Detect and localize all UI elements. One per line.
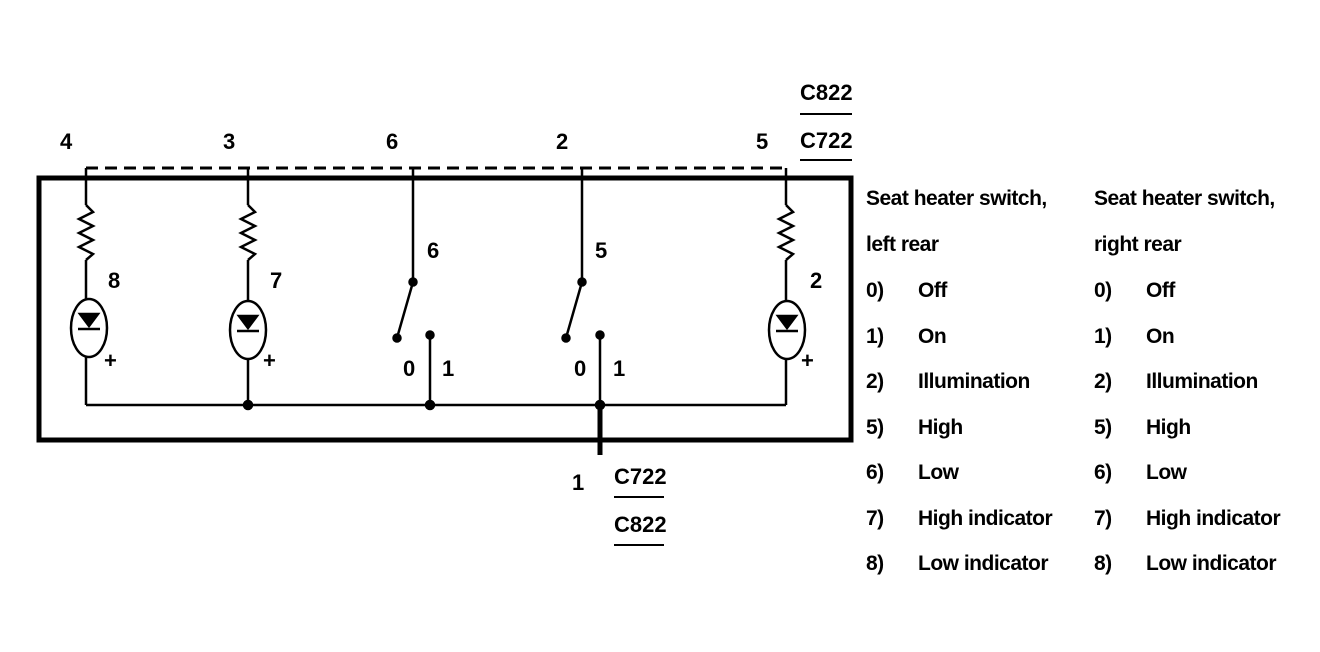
legend-item: 2) Illumination — [1094, 359, 1280, 405]
legend-code: 1) — [866, 324, 884, 348]
switch-6 — [392, 168, 436, 411]
pin-label-3: 3 — [223, 129, 235, 154]
lamp-label-7: 7 — [270, 268, 282, 293]
legend-code: 8) — [1094, 552, 1112, 575]
legend-text: Low — [918, 461, 959, 484]
legend-text: High — [918, 415, 963, 439]
legend-code: 5) — [866, 415, 884, 439]
legend-code: 6) — [1094, 461, 1112, 484]
legend-item: 8) Low indicator — [1094, 541, 1280, 587]
legend-code: 7) — [866, 506, 884, 530]
switch-6-off-label: 0 — [403, 356, 415, 381]
legend-item: 5) High — [1094, 405, 1280, 451]
connector-top-lower: C722 — [800, 128, 853, 153]
legend-code: 5) — [1094, 415, 1112, 439]
lamp-label-8: 8 — [108, 268, 120, 293]
legend-right-title-line1: Seat heater switch, — [1094, 187, 1275, 210]
legend-item: 6) Low — [866, 450, 1052, 496]
circuit-lamp-7: + — [228, 168, 276, 411]
pin-label-5: 5 — [756, 129, 768, 154]
legend-right-rear: Seat heater switch, right rear 0) Off 1) O… — [1094, 176, 1281, 587]
legend-code: 6) — [866, 461, 884, 484]
connector-top-upper: C822 — [800, 80, 853, 105]
legend-code: 1) — [1094, 324, 1112, 348]
svg-text:+: + — [263, 348, 276, 373]
legend-item: 2) Illumination — [866, 359, 1052, 405]
switch-label-6: 6 — [427, 238, 439, 263]
legend-code: 8) — [866, 552, 884, 575]
legend-left-title-line2: left rear — [866, 233, 939, 256]
svg-text:+: + — [801, 348, 814, 373]
pin-label-6: 6 — [386, 129, 398, 154]
legend-item: 5) High — [866, 405, 1052, 451]
connector-bottom-upper: C722 — [614, 464, 667, 489]
pin-label-2: 2 — [556, 129, 568, 154]
connector-bottom-lower: C822 — [614, 512, 667, 537]
legend-code: 0) — [866, 279, 884, 302]
pin-label-1: 1 — [572, 470, 584, 495]
switch-housing — [36, 175, 854, 443]
legend-text: Off — [1146, 279, 1175, 302]
legend-item: 8) Low indicator — [866, 541, 1052, 587]
legend-text: Low indicator — [918, 552, 1049, 575]
svg-text:+: + — [104, 348, 117, 373]
legend-text: High indicator — [1146, 506, 1281, 530]
legend-item: 7) High indicator — [866, 496, 1053, 542]
legend-code: 7) — [1094, 506, 1112, 530]
legend-text: On — [1146, 324, 1175, 348]
legend-text: Low — [1146, 461, 1187, 484]
legend-text: Off — [918, 279, 947, 302]
switch-label-5: 5 — [595, 238, 607, 263]
switch-5-off-label: 0 — [574, 356, 586, 381]
legend-code: 2) — [866, 370, 884, 393]
switch-6-on-label: 1 — [442, 356, 454, 381]
legend-code: 2) — [1094, 370, 1112, 393]
legend-item: 7) High indicator — [1094, 496, 1281, 542]
legend-item: 6) Low — [1094, 450, 1280, 496]
legend-text: On — [918, 324, 947, 348]
legend-right-title-line2: right rear — [1094, 233, 1182, 256]
legend-text: Illumination — [1146, 370, 1258, 393]
legend-item: 1) On — [1094, 314, 1280, 360]
pin-label-4: 4 — [60, 129, 73, 154]
legend-item: 0) Off — [866, 268, 1052, 314]
circuit-lamp-2: + — [767, 168, 814, 405]
legend-item: 0) Off — [1094, 268, 1280, 314]
switch-5-on-label: 1 — [613, 356, 625, 381]
legend-text: High — [1146, 415, 1191, 439]
lamp-label-2: 2 — [810, 268, 822, 293]
legend-text: Low indicator — [1146, 552, 1277, 575]
legend-text: High indicator — [918, 506, 1053, 530]
legend-code: 0) — [1094, 279, 1112, 302]
legend-left-rear: Seat heater switch, left rear 0) Off 1) On… — [866, 176, 1053, 587]
legend-item: 1) On — [866, 314, 1052, 360]
circuit-lamp-8: + — [69, 168, 117, 405]
legend-text: Illumination — [918, 370, 1030, 393]
legend-left-title-line1: Seat heater switch, — [866, 187, 1047, 210]
